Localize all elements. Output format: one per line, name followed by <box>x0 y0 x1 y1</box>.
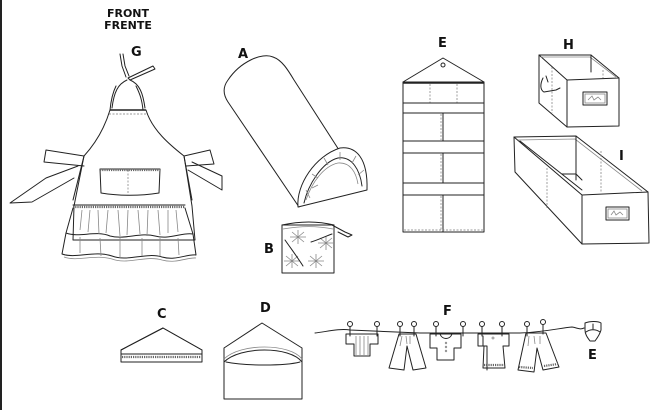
page-left-edge <box>0 0 2 410</box>
label-f: F <box>443 304 452 319</box>
clothesline-illustration <box>314 319 585 373</box>
label-a: A <box>238 47 249 62</box>
label-e-hook: E <box>588 348 597 363</box>
apron-illustration <box>9 53 223 262</box>
label-c: C <box>157 307 167 322</box>
small-box-illustration <box>538 54 620 128</box>
envelope-pouch-illustration <box>223 322 303 400</box>
label-b: B <box>264 242 274 257</box>
label-g: G <box>131 45 142 60</box>
label-e: E <box>438 36 447 51</box>
trimmed-flap-illustration <box>120 327 203 363</box>
label-d: D <box>260 301 271 316</box>
hook-detail-illustration <box>584 321 602 342</box>
label-i: I <box>619 149 624 164</box>
header-frente: FRENTE <box>104 19 152 32</box>
label-h: H <box>563 38 574 53</box>
long-box-illustration <box>513 135 650 245</box>
header-front: FRONT <box>106 7 150 20</box>
bolster-cushion-illustration <box>223 55 368 208</box>
drawstring-bag-illustration <box>281 221 353 274</box>
hanging-organizer-illustration <box>402 57 485 233</box>
view-header: FRONT FRENTE <box>103 8 153 32</box>
